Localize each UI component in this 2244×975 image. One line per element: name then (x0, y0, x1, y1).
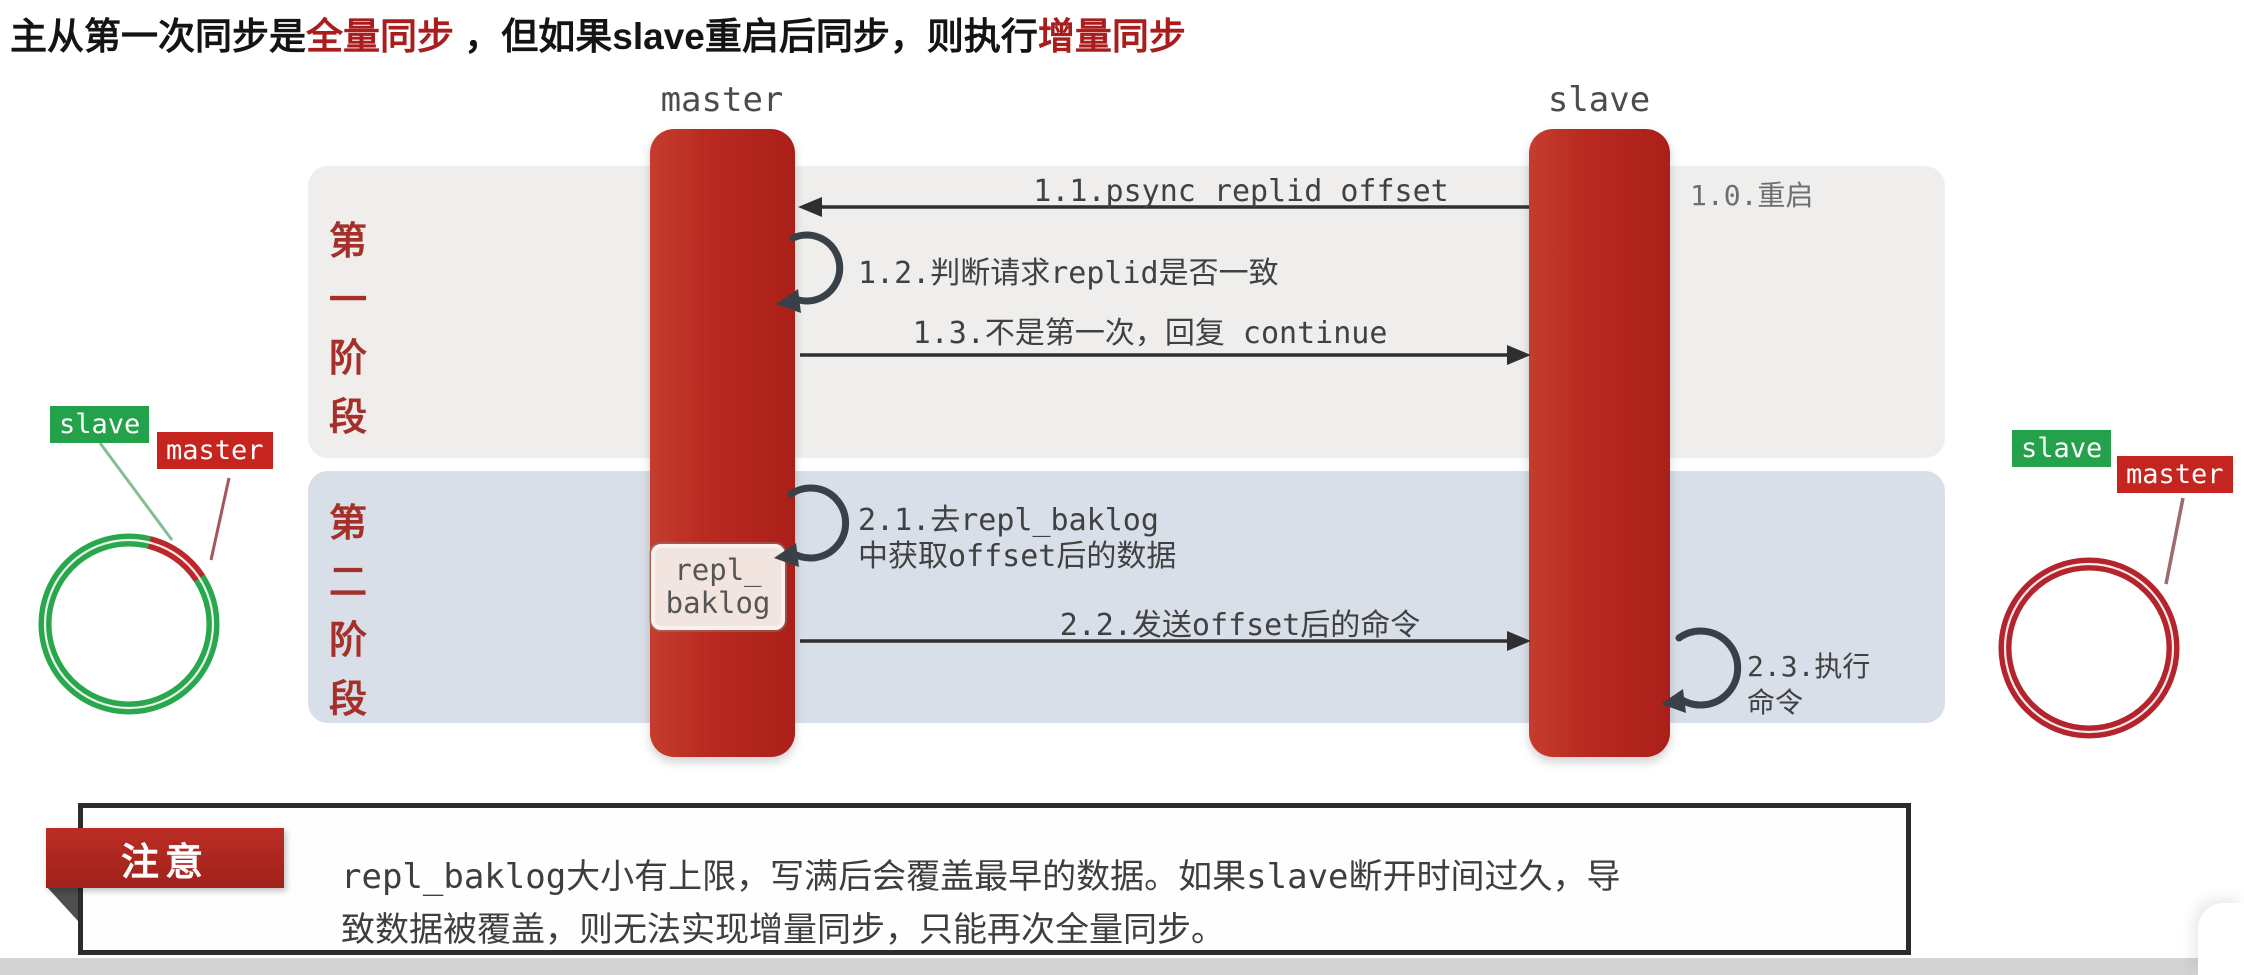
msg-2-3-line1: 2.3.执行 (1747, 650, 1871, 683)
msg-2-2-send-offset: 2.2.发送offset后的命令 (1059, 608, 1421, 643)
note-badge: 注意 (46, 828, 284, 888)
page-title: 主从第一次同步是全量同步 ，但如果slave重启后同步，则执行增量同步 (10, 6, 1186, 60)
phase1-char4: 段 (328, 396, 367, 439)
repl-baklog-line1: repl_ (674, 553, 762, 587)
phase1-char1: 第 (328, 221, 367, 263)
msg-1-1-psync: 1.1.psync replid offset (1033, 174, 1449, 209)
bottom-right-overlay-corner (2198, 903, 2244, 975)
phase1-char3: 阶 (328, 338, 367, 381)
note-text-line1: repl_baklog大小有上限，写满后会覆盖最早的数据。如果slave断开时间… (341, 857, 1621, 897)
repl-baklog-box: repl_ baklog (651, 544, 785, 630)
phase1-band (308, 166, 1945, 458)
phase2-label: 第 二 阶 段 (322, 504, 374, 720)
right-ring-red-circle-icon (1998, 557, 2180, 739)
right-ring-master-pointer-line (2164, 497, 2185, 585)
phase2-char2: 二 (328, 561, 367, 604)
note-box (78, 803, 1911, 955)
phase1-char2: 一 (328, 279, 367, 322)
msg-2-1-line1: 2.1.去repl_baklog (858, 503, 1159, 538)
phase2-band (308, 471, 1945, 723)
left-ring-master-pointer-line (209, 477, 231, 561)
phase2-char3: 阶 (328, 620, 367, 663)
right-ring-master-tag: master (2117, 456, 2233, 493)
title-highlight-incremental-sync: 增量同步 (1037, 16, 1186, 57)
right-ring-inner-line-icon (2003, 562, 2175, 734)
right-ring-slave-tag: slave (2012, 430, 2112, 467)
note-text-line2: 致数据被覆盖，则无法实现增量同步，只能再次全量同步。 (341, 910, 1225, 950)
msg-1-2-check-replid: 1.2.判断请求replid是否一致 (858, 256, 1279, 291)
title-part1: 主从第一次同步是 (10, 16, 306, 57)
left-ring-green-circle-icon (38, 533, 220, 715)
msg-1-0-restart: 1.0.重启 (1690, 179, 1814, 212)
title-highlight-full-sync: 全量同步 (306, 16, 454, 57)
msg-2-1-line2: 中获取offset后的数据 (858, 539, 1177, 574)
note-badge-fold-icon (46, 886, 78, 921)
phase1-label: 第 一 阶 段 (322, 222, 374, 438)
bottom-gray-band (0, 958, 2244, 975)
slave-lifeline-label: slave (1547, 80, 1651, 120)
master-lifeline-bar (650, 129, 795, 757)
phase2-char4: 段 (328, 678, 367, 721)
repl-baklog-line2: baklog (665, 586, 771, 620)
left-ring-master-tag: master (157, 432, 273, 469)
title-part2: ，但如果slave重启后同步，则执行 (454, 16, 1038, 57)
phase2-char1: 第 (328, 503, 367, 545)
left-ring-red-segment-icon (147, 536, 205, 582)
slave-lifeline-bar (1529, 129, 1670, 757)
left-ring-slave-tag: slave (50, 406, 150, 443)
msg-2-3-line2: 命令 (1747, 686, 1804, 719)
msg-1-3-continue: 1.3.不是第一次，回复 continue (912, 316, 1388, 351)
master-lifeline-label: master (660, 80, 784, 120)
left-ring-inner-line-icon (43, 538, 215, 710)
